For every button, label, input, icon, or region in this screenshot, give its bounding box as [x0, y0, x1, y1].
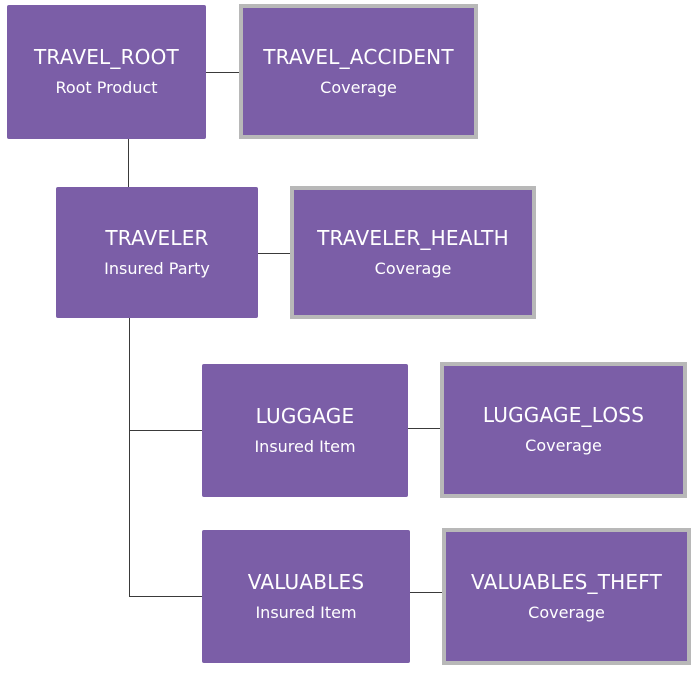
node-name: TRAVELER_HEALTH — [317, 225, 509, 250]
node-type: Coverage — [320, 77, 397, 97]
node-type: Insured Item — [254, 436, 356, 456]
connector-traveler-health — [257, 253, 292, 254]
node-name: TRAVEL_ROOT — [34, 45, 179, 69]
node-name: VALUABLES_THEFT — [470, 569, 662, 594]
connector-valuables-theft — [409, 592, 444, 593]
node-type: Coverage — [528, 602, 605, 622]
node-type: Coverage — [374, 258, 452, 278]
node-traveler-health[interactable]: TRAVELER_HEALTH Coverage — [290, 186, 536, 319]
connector-root-accident — [205, 72, 241, 73]
node-name: LUGGAGE — [255, 403, 355, 428]
connector-luggage-loss — [406, 428, 442, 429]
node-type: Insured Party — [104, 258, 210, 278]
node-type: Coverage — [525, 436, 602, 455]
node-traveler[interactable]: TRAVELER Insured Party — [56, 187, 258, 318]
connector-traveler-trunk — [129, 317, 130, 597]
node-valuables[interactable]: VALUABLES Insured Item — [202, 530, 410, 663]
node-name: TRAVELER — [105, 225, 209, 250]
node-luggage[interactable]: LUGGAGE Insured Item — [202, 364, 408, 497]
node-luggage-loss[interactable]: LUGGAGE_LOSS Coverage — [440, 362, 687, 498]
connector-trunk-valuables — [129, 596, 203, 597]
node-travel-root[interactable]: TRAVEL_ROOT Root Product — [7, 5, 206, 139]
node-type: Root Product — [55, 78, 158, 97]
connector-trunk-luggage — [129, 430, 203, 431]
node-name: VALUABLES — [247, 569, 365, 594]
node-type: Insured Item — [255, 602, 357, 622]
connector-root-traveler — [128, 138, 129, 188]
node-valuables-theft[interactable]: VALUABLES_THEFT Coverage — [442, 528, 691, 665]
node-name: LUGGAGE_LOSS — [482, 403, 645, 427]
node-name: TRAVEL_ACCIDENT — [263, 44, 454, 69]
node-travel-accident[interactable]: TRAVEL_ACCIDENT Coverage — [239, 4, 478, 139]
